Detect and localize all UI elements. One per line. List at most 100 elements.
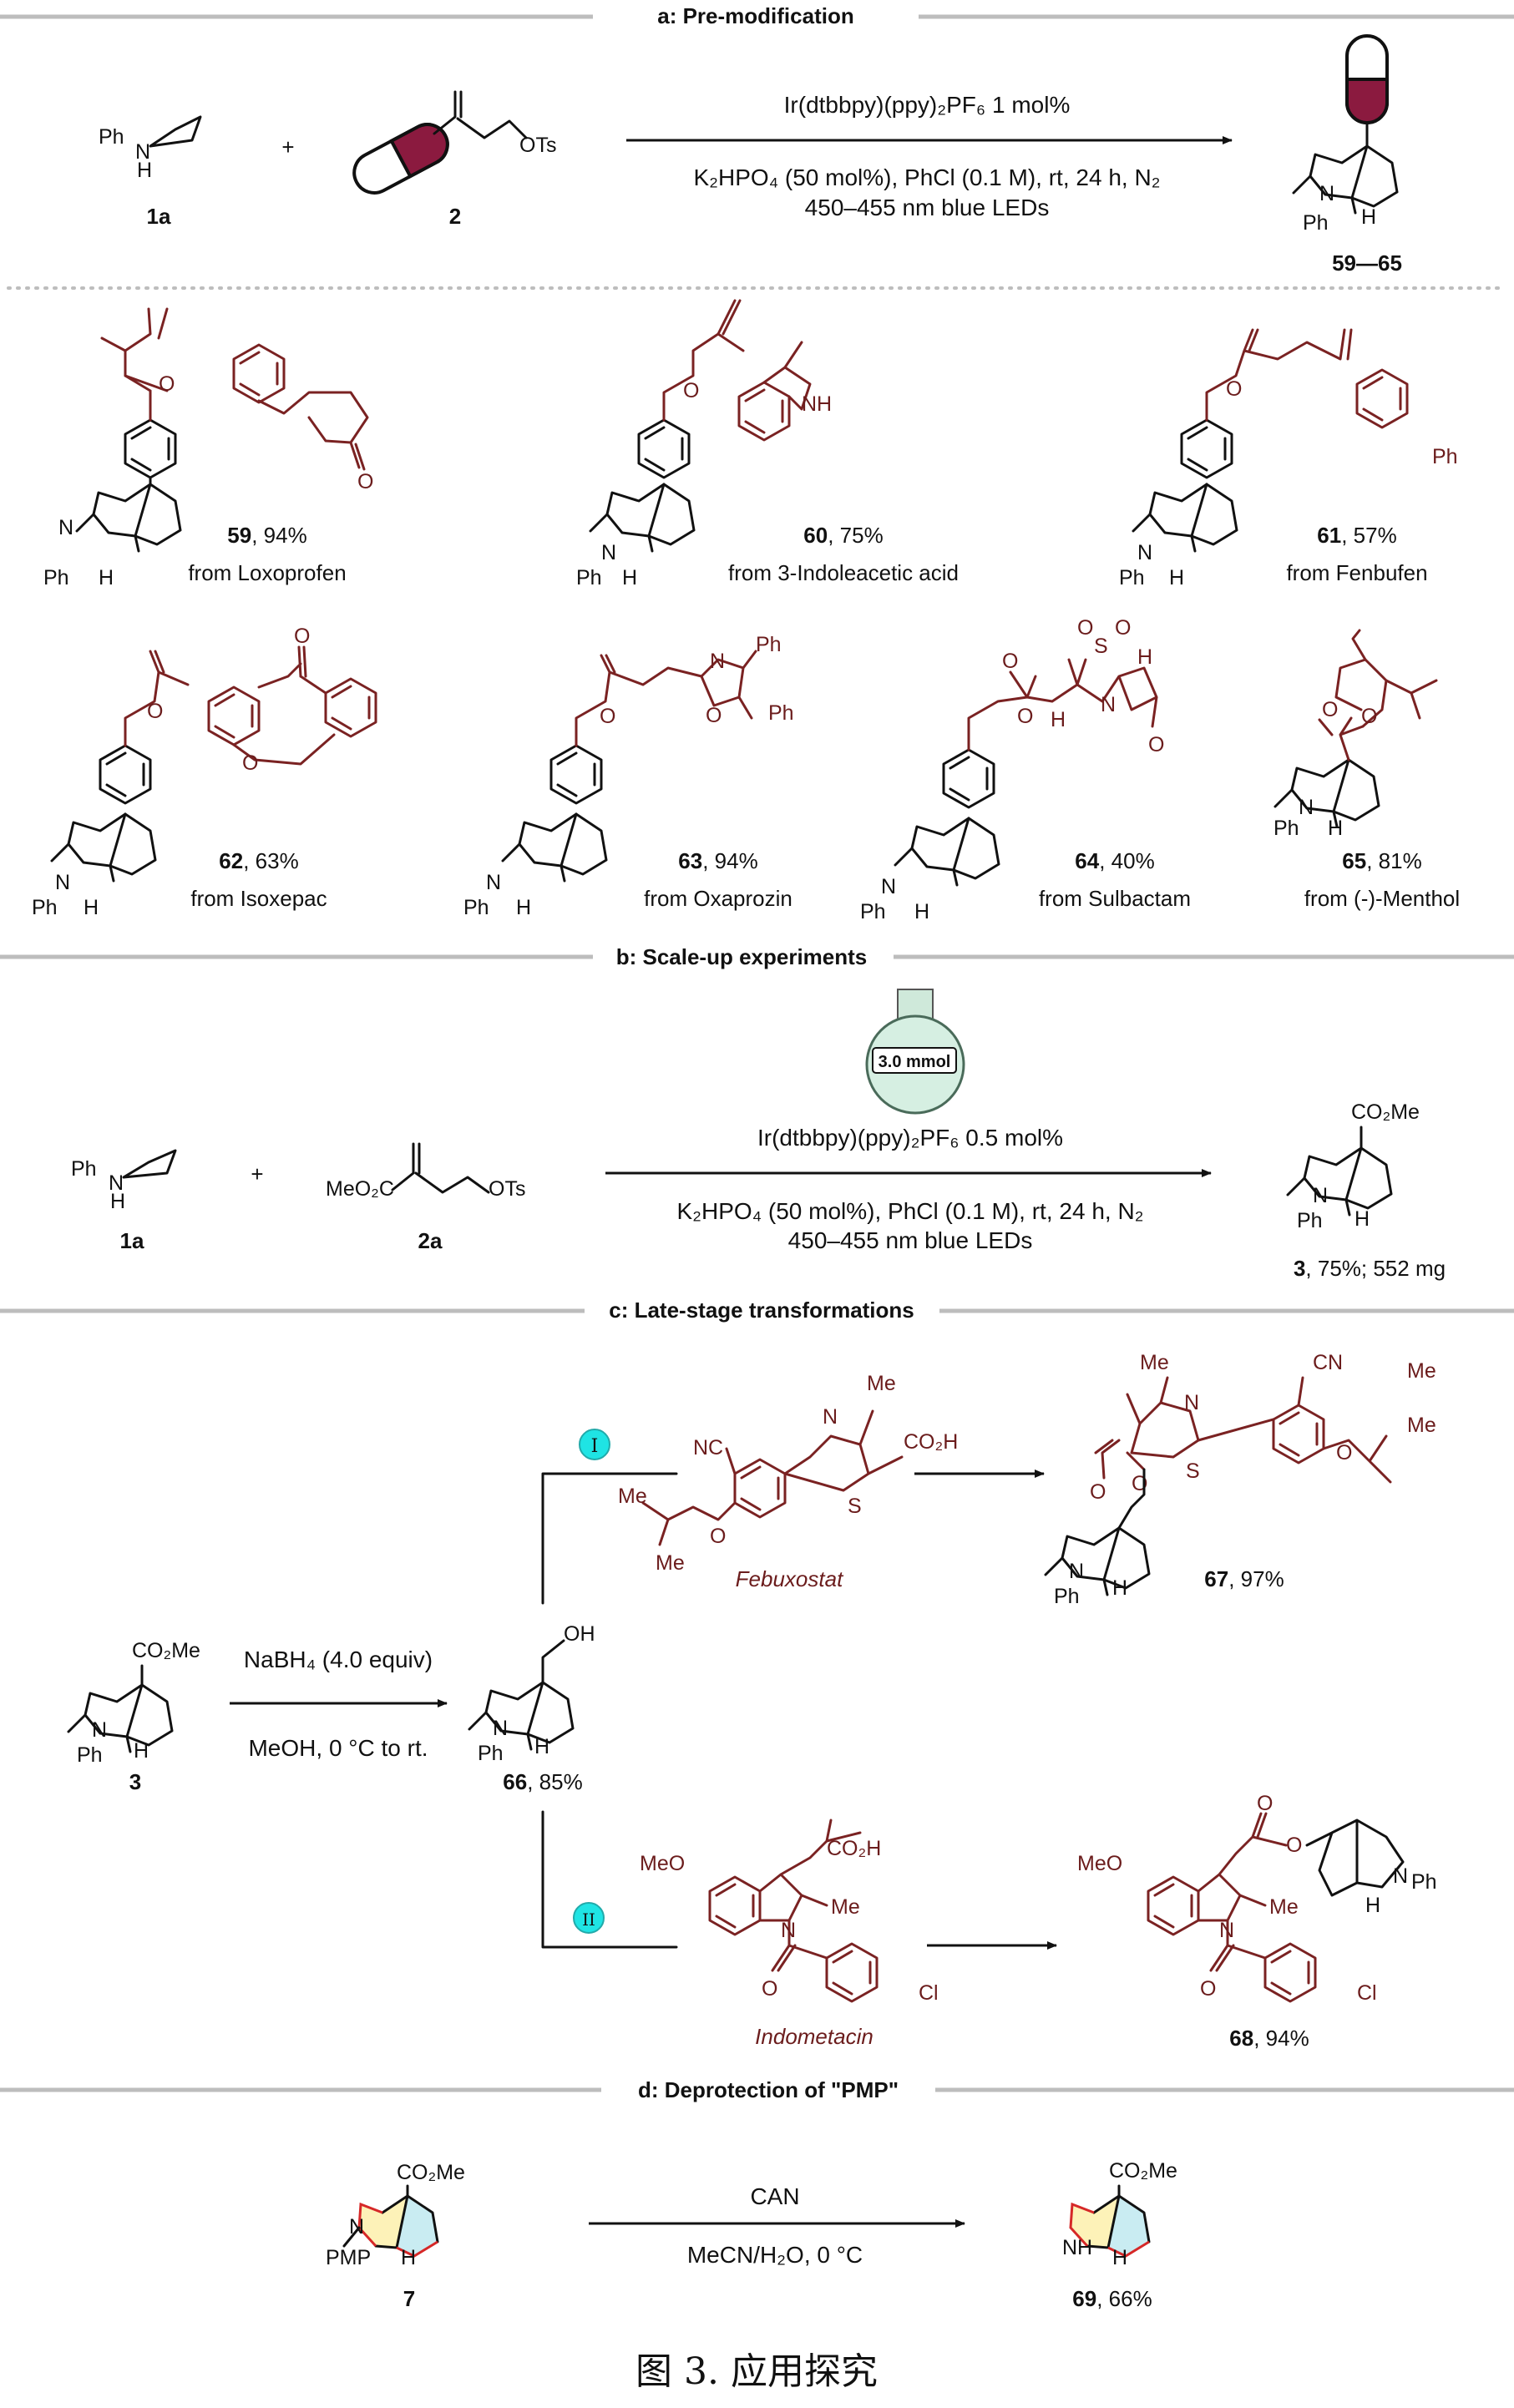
atom-meo: MeO: [640, 1852, 685, 1875]
product-68-label: 68, 94%: [1229, 2026, 1309, 2051]
product-3-structure: CO₂Me N Ph H 3, 75%; 552 mg: [1286, 1100, 1446, 1281]
atom-meo2c: MeO₂C: [326, 1177, 394, 1201]
atom-h: H: [1137, 645, 1152, 669]
atom-o: O: [1090, 1480, 1106, 1504]
atom-cl: Cl: [919, 1981, 939, 2005]
atom-n: N: [1184, 1391, 1199, 1414]
atom-nh: NH: [1062, 2236, 1092, 2259]
product-69-label: 69, 66%: [1072, 2286, 1152, 2311]
atom-h: H: [516, 896, 531, 919]
atom-ph: Ph: [43, 566, 69, 589]
atom-n: N: [1313, 1184, 1328, 1207]
section-a: a: Pre-modification Ph N H 1a + OTs 2 Ir…: [0, 3, 1514, 290]
product-62: O O O N Ph H 62, 63% from Isoxepac: [32, 625, 377, 919]
atom-n: N: [349, 2215, 364, 2239]
atom-meo: MeO: [1077, 1852, 1122, 1875]
atom-ph: Ph: [71, 1157, 97, 1181]
atom-me: Me: [1269, 1895, 1299, 1919]
atom-h: H: [914, 900, 929, 923]
atom-h: H: [137, 159, 152, 182]
atom-o: O: [159, 372, 175, 396]
atom-me: Me: [1407, 1414, 1436, 1437]
section-b-title: b: Scale-up experiments: [616, 944, 868, 969]
product-65-source: from (-)-Menthol: [1304, 886, 1460, 911]
atom-o: O: [1017, 705, 1033, 728]
atom-ots: OTs: [489, 1177, 525, 1201]
atom-co2me: CO₂Me: [1109, 2159, 1177, 2183]
atom-o: O: [357, 470, 373, 493]
atom-me: Me: [656, 1551, 685, 1575]
start-7-label: 7: [403, 2286, 415, 2311]
start-3-label: 3: [129, 1769, 141, 1794]
product-64: O O S O O N H H O N Ph H 64, 40% from Su…: [860, 616, 1191, 923]
atom-o: O: [1336, 1441, 1352, 1465]
product-61-source: from Fenbufen: [1286, 560, 1427, 585]
atom-n: N: [601, 541, 616, 564]
product-61: O Ph N Ph H 61, 57% from Fenbufen: [1119, 328, 1458, 589]
atom-o: O: [1115, 616, 1131, 640]
atom-n: N: [1299, 796, 1314, 819]
product-62-source: from Isoxepac: [190, 886, 327, 911]
branch-line-2: [541, 1810, 678, 1949]
atom-co2me: CO₂Me: [397, 2161, 465, 2184]
plus-sign: +: [281, 134, 294, 159]
drug-2-label: Indometacin: [755, 2024, 873, 2049]
plus-sign-b: +: [251, 1161, 263, 1186]
atom-co2me: CO₂Me: [1351, 1100, 1420, 1124]
start-7-structure: CO₂Me N PMP H 7: [326, 2161, 465, 2311]
atom-ph: Ph: [860, 900, 886, 923]
atom-co2h: CO₂H: [904, 1430, 958, 1454]
conditions-a-1: K₂HPO₄ (50 mol%), PhCl (0.1 M), rt, 24 h…: [693, 164, 1160, 190]
route-2-badge: [573, 1902, 605, 1934]
atom-oh: OH: [564, 1622, 595, 1646]
route-1-label: I: [591, 1436, 599, 1457]
atom-o: O: [600, 705, 615, 728]
atom-cl: Cl: [1357, 1981, 1377, 2005]
product-59-label: 59, 94%: [227, 523, 306, 548]
product-3-label: 3, 75%; 552 mg: [1294, 1256, 1446, 1281]
section-a-title: a: Pre-modification: [657, 3, 853, 28]
atom-o: O: [1148, 733, 1164, 756]
atom-n: N: [1101, 693, 1116, 716]
reagent-2a-structure: MeO₂C OTs 2a: [326, 1142, 525, 1253]
atom-nh: NH: [802, 392, 832, 416]
atom-ph: Ph: [1119, 566, 1145, 589]
flask-label: 3.0 mmol: [879, 1053, 951, 1071]
section-d-title: d: Deprotection of "PMP": [638, 2077, 899, 2102]
atom-h: H: [110, 1190, 125, 1213]
figure-caption: 图 3. 应用探究: [635, 2350, 878, 2393]
conditions-d: MeCN/H₂O, 0 °C: [687, 2242, 863, 2268]
atom-co2me: CO₂Me: [132, 1639, 200, 1662]
atom-n: N: [710, 650, 725, 673]
product-60-source: from 3-Indoleacetic acid: [728, 560, 959, 585]
atom-o: O: [1257, 1792, 1273, 1815]
atom-o: O: [147, 700, 163, 723]
atom-ph: Ph: [1297, 1209, 1323, 1232]
reagent-2-label: 2: [449, 204, 461, 229]
atom-h: H: [99, 566, 114, 589]
atom-ph: Ph: [768, 701, 794, 725]
atom-me: Me: [618, 1485, 647, 1508]
start-3-structure: CO₂Me N Ph H 3: [67, 1639, 200, 1794]
atom-o: O: [1077, 616, 1093, 640]
atom-o: O: [1226, 377, 1242, 401]
atom-h: H: [1169, 566, 1184, 589]
reagent-1a-b-structure: Ph N H 1a: [71, 1149, 177, 1253]
febuxostat-structure: NC O Me Me N S Me CO₂H Febuxostat: [618, 1372, 958, 1591]
branch-line-1: [541, 1472, 678, 1605]
atom-ph: Ph: [1273, 817, 1299, 840]
atom-n: N: [493, 1717, 508, 1740]
reagent-can: CAN: [750, 2183, 799, 2209]
atom-n: N: [109, 1171, 124, 1195]
atom-s: S: [1094, 635, 1108, 658]
reagent-nabh4: NaBH₄ (4.0 equiv): [244, 1647, 433, 1672]
atom-n: N: [486, 871, 501, 894]
reagent-1a-b-label: 1a: [120, 1228, 144, 1253]
atom-nc: NC: [693, 1436, 723, 1459]
conditions-b-2: 450–455 nm blue LEDs: [788, 1227, 1033, 1253]
reagent-2-structure: OTs 2: [352, 90, 556, 229]
atom-ph: Ph: [756, 633, 782, 656]
atom-h: H: [134, 1739, 149, 1763]
product-69-structure: CO₂Me NH H 69, 66%: [1062, 2159, 1177, 2311]
pill-vertical-icon: [1345, 34, 1389, 124]
